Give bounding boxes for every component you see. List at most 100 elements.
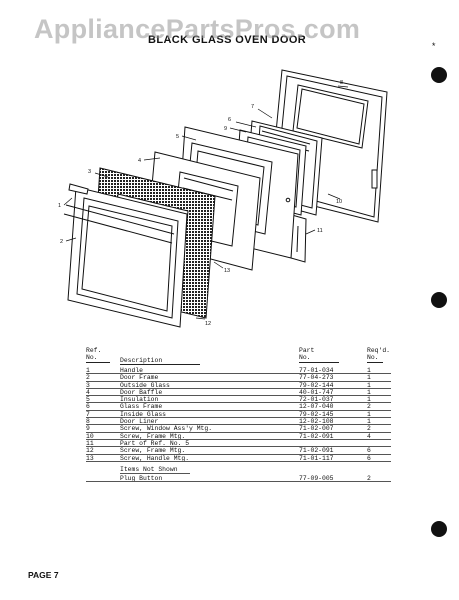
quantity-cell: 1 xyxy=(367,418,371,426)
description-cell: Screw, Frame Mtg. xyxy=(120,447,186,455)
description-cell: Screw, Window Ass'y Mtg. xyxy=(120,425,213,433)
punch-hole-bottom xyxy=(431,521,447,537)
description-cell: Door Baffle xyxy=(120,388,163,396)
ref-cell: 8 xyxy=(86,418,90,426)
table-row: 7 Inside Glass 79-02-145 1 xyxy=(86,410,391,419)
description-cell: Door Frame xyxy=(120,374,159,382)
description-cell: Plug Button xyxy=(120,474,163,482)
part-number-cell: 12-02-108 xyxy=(299,418,334,426)
ref-cell: 10 xyxy=(86,432,94,440)
description-cell: Door Liner xyxy=(120,418,159,426)
ref-cell: 7 xyxy=(86,410,90,418)
not-shown-heading-row: Items Not Shown xyxy=(86,466,391,475)
table-row: 4 Door Baffle 40-01-747 1 xyxy=(86,388,391,397)
quantity-cell: 1 xyxy=(367,410,371,418)
ref-cell: 12 xyxy=(86,447,94,455)
callout-1: 1 xyxy=(58,203,61,209)
quantity-cell: 2 xyxy=(367,425,371,433)
callout-7: 7 xyxy=(251,104,254,110)
ref-cell: 11 xyxy=(86,439,94,447)
part-number-cell: 71-02-091 xyxy=(299,432,334,440)
ref-cell: 6 xyxy=(86,403,90,411)
description-cell: Screw, Handle Mtg. xyxy=(120,454,190,462)
table-row: 9 Screw, Window Ass'y Mtg. 71-02-007 2 xyxy=(86,425,391,433)
description-cell: Insulation xyxy=(120,396,159,404)
callout-10: 10 xyxy=(336,199,342,205)
quantity-cell: 2 xyxy=(367,403,371,411)
quantity-cell: 4 xyxy=(367,432,371,440)
quantity-cell: 6 xyxy=(367,447,371,455)
callout-9: 9 xyxy=(224,126,227,132)
header-qty-2: No. xyxy=(367,354,379,361)
quantity-cell: 6 xyxy=(367,454,371,462)
description-cell: Handle xyxy=(120,367,144,374)
callout-5: 5 xyxy=(176,134,179,140)
description-cell: Outside Glass xyxy=(120,381,170,389)
header-ref-1: Ref. xyxy=(86,347,102,354)
description-cell: Inside Glass xyxy=(120,410,167,418)
quantity-cell: 1 xyxy=(367,381,371,389)
callout-2: 2 xyxy=(60,239,63,245)
header-description: Description xyxy=(120,357,163,364)
part-number-cell: 71-02-007 xyxy=(299,425,334,433)
part-number-cell: 77-09-005 xyxy=(299,474,334,482)
part-number-cell: 77-01-034 xyxy=(299,367,334,374)
description-cell: Glass Frame xyxy=(120,403,163,411)
part-number-cell: 79-02-145 xyxy=(299,410,334,418)
description-cell: Screw, Frame Mtg. xyxy=(120,432,186,440)
exploded-diagram: 8 7 6 9 5 4 3 1 2 10 11 13 12 xyxy=(58,69,388,328)
header-part-2: No. xyxy=(299,354,311,361)
part-number-cell: 71-02-091 xyxy=(299,447,334,455)
table-row: 5 Insulation 72-01-037 1 xyxy=(86,396,391,404)
part-number-cell: 79-02-144 xyxy=(299,381,334,389)
ref-cell: 9 xyxy=(86,425,90,433)
table-row: 6 Glass Frame 12-07-040 2 xyxy=(86,403,391,411)
punch-hole-middle xyxy=(431,292,447,308)
handle-part xyxy=(63,183,175,244)
page-number: PAGE 7 xyxy=(28,570,59,580)
callout-12: 12 xyxy=(205,321,211,327)
callout-11: 11 xyxy=(317,228,323,234)
page-title: BLACK GLASS OVEN DOOR xyxy=(148,34,307,46)
part-number-cell: 72-01-037 xyxy=(299,396,334,404)
callout-8: 8 xyxy=(340,80,343,86)
callout-13: 13 xyxy=(224,268,230,274)
ref-cell: 2 xyxy=(86,374,90,382)
table-row: 8 Door Liner 12-02-108 1 xyxy=(86,418,391,426)
ref-cell: 1 xyxy=(86,367,90,374)
header-ref-2: No. xyxy=(86,354,98,361)
quantity-cell: 1 xyxy=(367,396,371,404)
table-row: 10 Screw, Frame Mtg. 71-02-091 4 xyxy=(86,433,391,440)
quantity-cell: 2 xyxy=(367,474,371,482)
not-shown-heading: Items Not Shown xyxy=(120,465,178,473)
callout-3: 3 xyxy=(88,169,91,175)
quantity-cell: 1 xyxy=(367,374,371,382)
callout-4: 4 xyxy=(138,158,141,164)
callout-6: 6 xyxy=(228,117,231,123)
punch-hole-top xyxy=(431,67,447,83)
table-row: 13 Screw, Handle Mtg. 71-01-117 6 xyxy=(86,455,391,462)
quantity-cell: 1 xyxy=(367,367,371,374)
corner-mark: * xyxy=(431,42,437,52)
part-number-cell: 12-07-040 xyxy=(299,403,334,411)
table-row: 1 Handle 77-01-034 1 xyxy=(86,367,391,375)
part-number-cell: 77-04-273 xyxy=(299,374,334,382)
quantity-cell: 1 xyxy=(367,388,371,396)
part-number-cell: 71-01-117 xyxy=(299,454,334,462)
parts-table: Ref. No. Description Part No. Req'd. No.… xyxy=(86,347,391,483)
ref-cell: 5 xyxy=(86,396,90,404)
table-row: 11 Part of Ref. No. 5 xyxy=(86,439,391,448)
ref-cell: 4 xyxy=(86,388,90,396)
header-part-1: Part xyxy=(299,347,315,354)
not-shown-body: Plug Button 77-09-005 2 xyxy=(86,474,391,483)
not-shown-row: Plug Button 77-09-005 2 xyxy=(86,474,391,483)
table-row: 12 Screw, Frame Mtg. 71-02-091 6 xyxy=(86,447,391,455)
table-header: Ref. No. Description Part No. Req'd. No. xyxy=(86,347,391,367)
part-number-cell: 40-01-747 xyxy=(299,388,334,396)
table-row: 2 Door Frame 77-04-273 1 xyxy=(86,374,391,382)
description-cell: Part of Ref. No. 5 xyxy=(120,439,190,447)
ref-cell: 13 xyxy=(86,454,94,462)
header-qty-1: Req'd. xyxy=(367,347,391,354)
